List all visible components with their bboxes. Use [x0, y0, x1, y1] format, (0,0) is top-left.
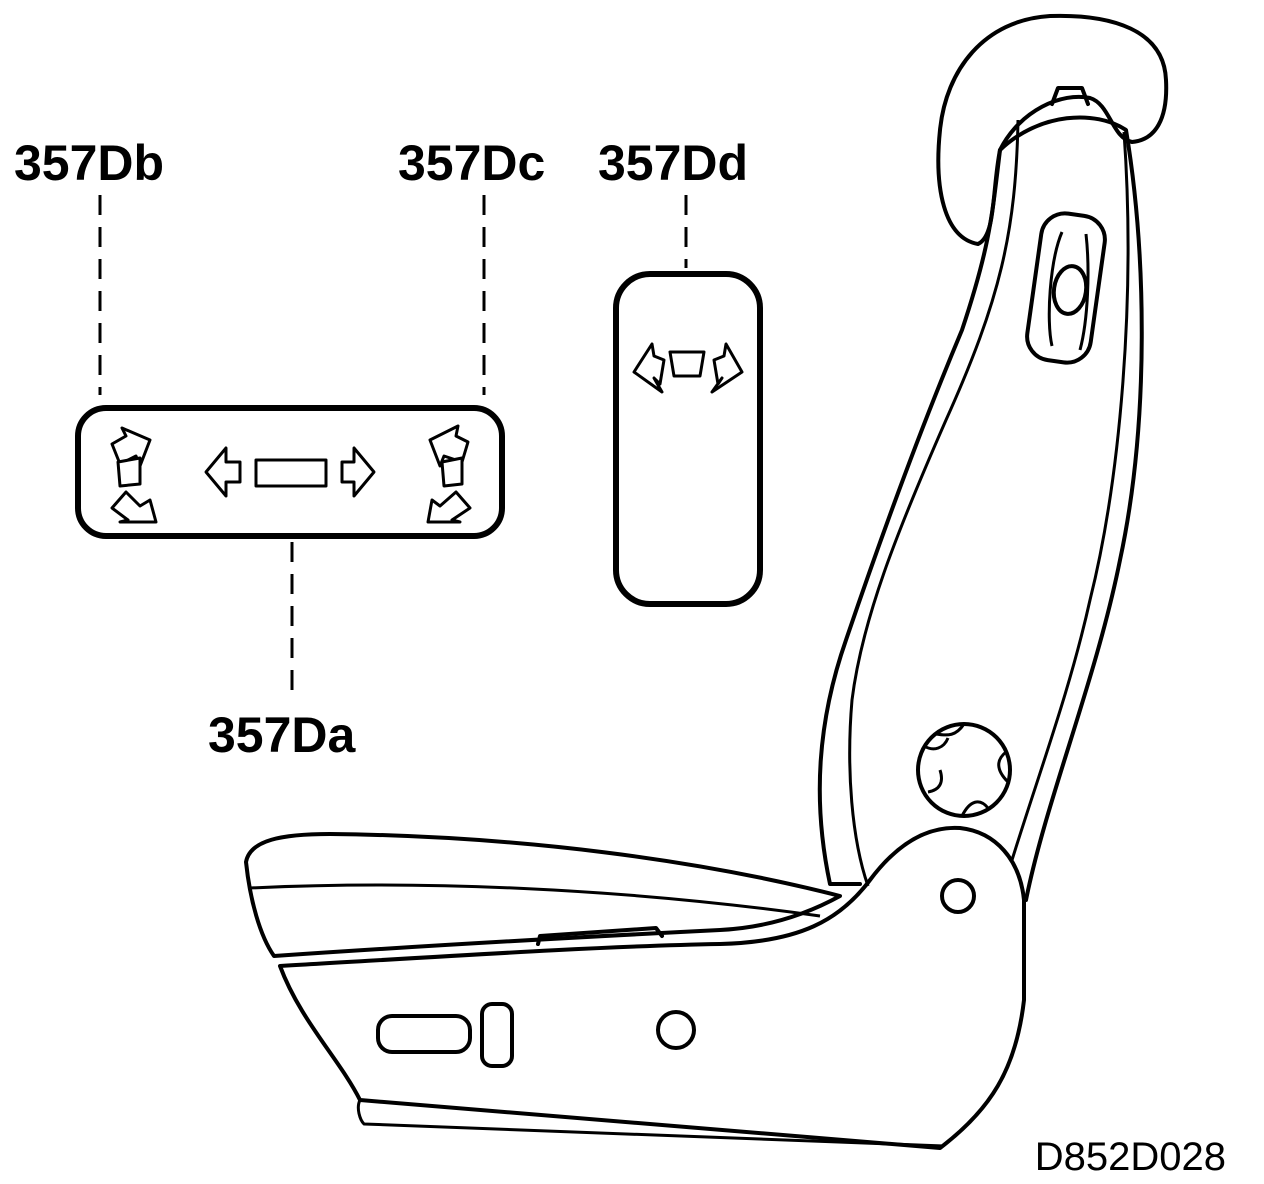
slide-control — [204, 446, 376, 498]
tilt-pad-icon — [116, 456, 142, 488]
seat-side-switch-vertical — [480, 1002, 514, 1068]
headrest — [936, 13, 1169, 246]
seat-frame-lower-edge — [356, 1099, 945, 1148]
recline-forward-arrow-icon — [632, 342, 666, 394]
seat-bracket — [536, 926, 664, 946]
recline-pad-icon — [668, 350, 706, 378]
seatback-recline-switch — [613, 271, 763, 607]
rear-height-control — [426, 424, 472, 524]
recline-knob-grip — [923, 723, 1010, 817]
lumbar-knob-icon — [1051, 264, 1089, 316]
callout-357da: 357Da — [208, 707, 357, 763]
seat-frame — [278, 825, 1026, 1150]
frame-bolt-icon — [940, 878, 976, 914]
recline-rearward-arrow-icon — [710, 342, 744, 394]
headrest-stay — [1050, 86, 1090, 106]
callout-357db: 357Db — [14, 135, 164, 191]
tilt-down-arrow-icon — [110, 490, 158, 524]
seatback-recline-switch-body — [613, 271, 763, 607]
seat-cushion — [244, 832, 842, 958]
recline-knob-icon — [916, 722, 1012, 818]
seatback-outer — [817, 115, 1144, 902]
seat-cushion-seam — [249, 883, 821, 918]
seat-illustration — [244, 13, 1169, 1150]
slide-rearward-arrow-icon — [340, 446, 376, 498]
seatback-inner — [848, 119, 1130, 887]
frame-hole-icon — [656, 1010, 696, 1050]
height-pad-icon — [440, 456, 464, 488]
slide-forward-arrow-icon — [204, 446, 242, 498]
callout-357dc: 357Dc — [398, 135, 545, 191]
height-down-arrow-icon — [426, 490, 472, 524]
seat-side-switch-horizontal — [376, 1014, 472, 1054]
seat-adjust-switch — [75, 405, 505, 539]
slide-pad-icon — [254, 458, 328, 488]
lumbar-slot — [1025, 211, 1107, 365]
callout-357dd: 357Dd — [598, 135, 748, 191]
front-tilt-control — [110, 426, 158, 524]
figure-id: D852D028 — [1035, 1135, 1226, 1179]
